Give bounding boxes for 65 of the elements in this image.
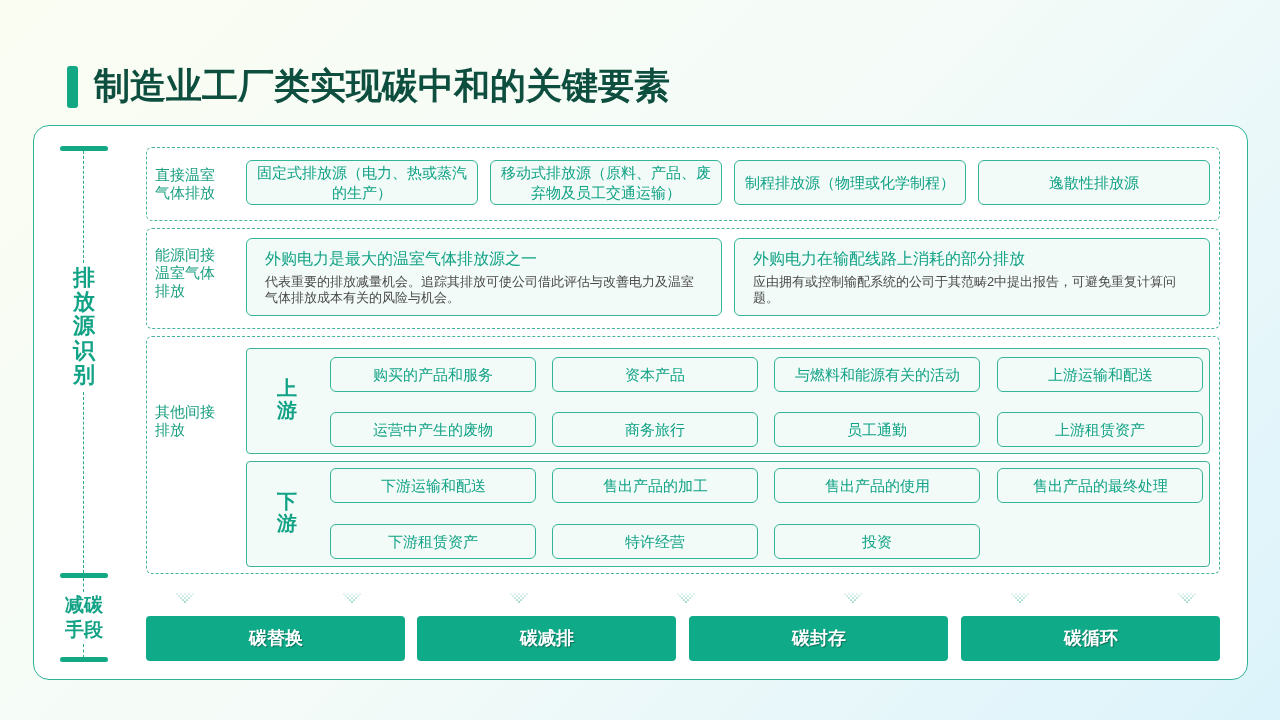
method-label: 碳循环 bbox=[1063, 627, 1118, 650]
category-label: 与燃料和能源有关的活动 bbox=[794, 364, 960, 385]
category-panel bbox=[552, 524, 758, 559]
category-panel bbox=[997, 412, 1203, 447]
method-label: 碳减排 bbox=[519, 627, 574, 650]
dashed-group-panel bbox=[146, 147, 1220, 221]
info-text: 应由拥有或控制输配系统的公司于其范畴2中提出报告，可避免重复计算问题。 bbox=[753, 274, 1178, 306]
category-label: 运营中产生的废物 bbox=[373, 419, 493, 440]
stream-label: 上游 bbox=[277, 377, 297, 421]
group-label: 能源间接温室气体排放 bbox=[155, 246, 216, 301]
category-panel bbox=[997, 468, 1203, 503]
category-panel bbox=[330, 524, 536, 559]
category-panel bbox=[330, 412, 536, 447]
category-panel bbox=[774, 412, 980, 447]
category-label: 下游运输和配送 bbox=[380, 475, 486, 496]
stream-panel bbox=[246, 348, 1210, 454]
category-label: 移动式排放源（原料、产品、废弃物及员工交通运输） bbox=[500, 163, 712, 202]
category-label: 制程排放源（物理或化学制程） bbox=[745, 172, 955, 193]
category-label: 员工通勤 bbox=[847, 419, 907, 440]
stream-panel bbox=[246, 461, 1210, 567]
method-bar bbox=[146, 616, 405, 661]
category-label: 售出产品的使用 bbox=[824, 475, 930, 496]
category-label: 售出产品的加工 bbox=[602, 475, 708, 496]
group-label: 其他间接排放 bbox=[155, 403, 216, 440]
category-panel bbox=[552, 412, 758, 447]
category-panel bbox=[997, 357, 1203, 392]
dashed-group-panel bbox=[146, 336, 1220, 574]
category-panel bbox=[330, 357, 536, 392]
page-title: 制造业工厂类实现碳中和的关键要素 bbox=[94, 64, 670, 108]
info-panel bbox=[734, 238, 1210, 316]
category-panel bbox=[978, 160, 1210, 205]
method-bar bbox=[689, 616, 948, 661]
category-panel bbox=[552, 357, 758, 392]
category-label: 售出产品的最终处理 bbox=[1032, 475, 1168, 496]
category-panel bbox=[734, 160, 966, 205]
category-label: 下游租赁资产 bbox=[388, 531, 478, 552]
category-label: 上游租赁资产 bbox=[1055, 419, 1145, 440]
category-panel bbox=[330, 468, 536, 503]
stream-label: 下游 bbox=[277, 490, 297, 534]
category-panel bbox=[552, 468, 758, 503]
category-label: 固定式排放源（电力、热或蒸汽的生产） bbox=[256, 163, 468, 202]
method-label: 碳替换 bbox=[248, 627, 303, 650]
category-label: 投资 bbox=[862, 531, 892, 552]
method-bar bbox=[961, 616, 1220, 661]
info-title: 外购电力在输配线路上消耗的部分排放 bbox=[753, 249, 1026, 269]
category-panel bbox=[490, 160, 722, 205]
category-label: 逸散性排放源 bbox=[1049, 172, 1139, 193]
section-label: 排放源识别 bbox=[73, 266, 95, 387]
category-label: 商务旅行 bbox=[625, 419, 685, 440]
dashed-group-panel bbox=[146, 228, 1220, 329]
category-panel bbox=[774, 357, 980, 392]
info-panel bbox=[246, 238, 722, 316]
category-label: 上游运输和配送 bbox=[1047, 364, 1153, 385]
category-label: 购买的产品和服务 bbox=[373, 364, 493, 385]
section-label: 减碳手段 bbox=[65, 593, 103, 642]
category-panel bbox=[774, 524, 980, 559]
category-label: 资本产品 bbox=[625, 364, 685, 385]
category-panel bbox=[774, 468, 980, 503]
group-label: 直接温室气体排放 bbox=[155, 166, 216, 203]
method-bar bbox=[417, 616, 676, 661]
method-label: 碳封存 bbox=[791, 627, 846, 650]
category-label: 特许经营 bbox=[625, 531, 685, 552]
info-text: 代表重要的排放减量机会。追踪其排放可使公司借此评估与改善电力及温室气体排放成本有关的风险与机会。 bbox=[265, 274, 695, 306]
category-panel bbox=[246, 160, 478, 205]
info-title: 外购电力是最大的温室气体排放源之一 bbox=[265, 249, 538, 269]
